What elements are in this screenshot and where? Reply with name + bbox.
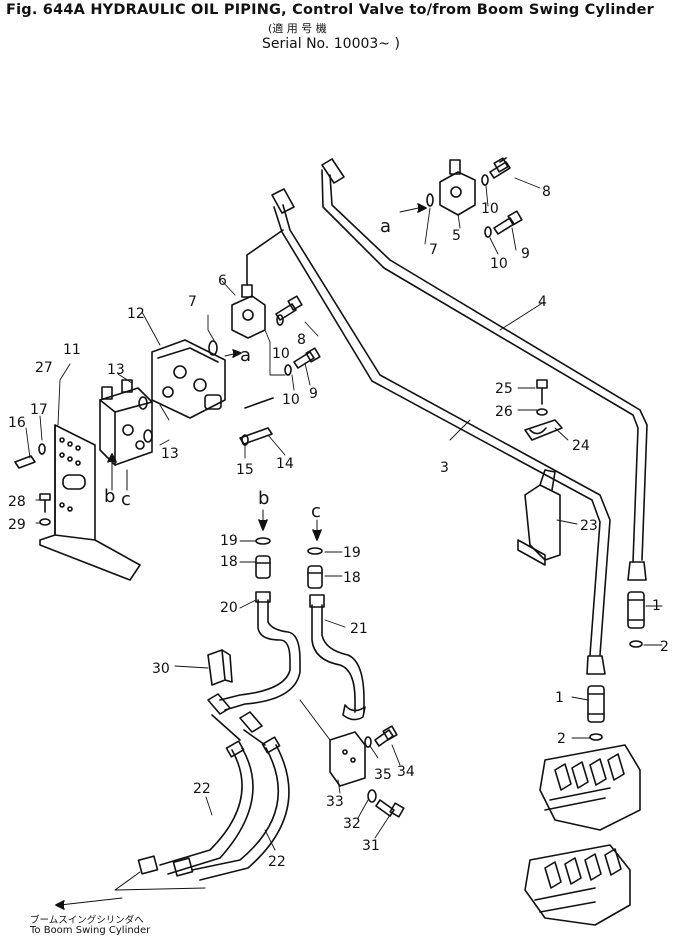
callout-21: 21 — [350, 621, 368, 637]
bracket-23 — [517, 469, 561, 566]
callout-19: 19 — [220, 533, 238, 549]
bolt-25 — [536, 379, 548, 416]
leader-lines — [25, 177, 663, 851]
callout-35: 35 — [374, 767, 392, 783]
connection-letter-c: c — [121, 489, 131, 510]
callout-1: 1 — [652, 598, 661, 614]
connection-letter-c: c — [311, 501, 321, 522]
fitting-1-right — [627, 591, 645, 648]
connection-letter-a: a — [240, 345, 251, 366]
callout-16: 16 — [8, 415, 26, 431]
callout-10: 10 — [272, 346, 290, 362]
callout-15: 15 — [236, 462, 254, 478]
callout-29: 29 — [8, 517, 26, 533]
connection-letter-b: b — [104, 486, 115, 507]
callout-26: 26 — [495, 404, 513, 420]
callout-18: 18 — [220, 554, 238, 570]
callout-34: 34 — [397, 764, 415, 780]
figure-title: Fig. 644A HYDRAULIC OIL PIPING, Control … — [6, 2, 654, 18]
fitting-1-left — [587, 685, 605, 741]
bracket-33 — [299, 699, 405, 818]
callout-23: 23 — [580, 518, 598, 534]
callout-10: 10 — [490, 256, 508, 272]
footer-note-jp: ブームスイングシリンダへ — [30, 915, 144, 926]
control-valve-lower — [524, 844, 631, 926]
callout-31: 31 — [362, 838, 380, 854]
callout-7: 7 — [429, 242, 438, 258]
callout-13: 13 — [161, 446, 179, 462]
callout-22: 22 — [193, 781, 211, 797]
pipe-4 — [321, 158, 648, 581]
callout-17: 17 — [30, 402, 48, 418]
pipe-3 — [271, 188, 611, 675]
callout-14: 14 — [276, 456, 294, 472]
control-valve-upper — [539, 744, 641, 831]
callout-10: 10 — [282, 392, 300, 408]
callout-18: 18 — [343, 570, 361, 586]
callout-12: 12 — [127, 306, 145, 322]
bracket-27 — [14, 424, 141, 581]
callout-19: 19 — [343, 545, 361, 561]
block-11 — [99, 379, 153, 491]
callout-20: 20 — [220, 600, 238, 616]
callout-13: 13 — [107, 362, 125, 378]
callout-27: 27 — [35, 360, 53, 376]
callout-28: 28 — [8, 494, 26, 510]
block-5 — [399, 157, 523, 238]
callout-1: 1 — [555, 690, 564, 706]
fitting-18-right — [307, 547, 323, 589]
fitting-18-left — [255, 537, 271, 579]
serial-number: Serial No. 10003~ ) — [262, 36, 400, 52]
callout-2: 2 — [660, 639, 669, 655]
footer-note-en: To Boom Swing Cylinder — [30, 925, 151, 936]
callout-8: 8 — [297, 332, 306, 348]
valve-12 — [151, 339, 274, 446]
callout-30: 30 — [152, 661, 170, 677]
callout-9: 9 — [309, 386, 318, 402]
connection-letter-b: b — [258, 488, 269, 509]
callout-6: 6 — [218, 273, 227, 289]
connection-letter-a: a — [380, 216, 391, 237]
fitting-6 — [208, 229, 321, 376]
clamp-24 — [524, 419, 563, 441]
callout-7: 7 — [188, 294, 197, 310]
callout-4: 4 — [538, 294, 547, 310]
callout-33: 33 — [326, 794, 344, 810]
callout-5: 5 — [452, 228, 461, 244]
callout-8: 8 — [542, 184, 551, 200]
hose-20 — [219, 591, 301, 711]
callout-9: 9 — [521, 246, 530, 262]
callout-22: 22 — [268, 854, 286, 870]
callout-11: 11 — [63, 342, 81, 358]
callout-32: 32 — [343, 816, 361, 832]
callout-25: 25 — [495, 381, 513, 397]
serial-jp: (適 用 号 機 — [268, 22, 327, 35]
callout-2: 2 — [557, 731, 566, 747]
hose-22 — [55, 693, 290, 910]
hose-21 — [309, 594, 366, 721]
callout-3: 3 — [440, 460, 449, 476]
callout-10: 10 — [481, 201, 499, 217]
clamp-30 — [207, 649, 233, 686]
callout-24: 24 — [572, 438, 590, 454]
